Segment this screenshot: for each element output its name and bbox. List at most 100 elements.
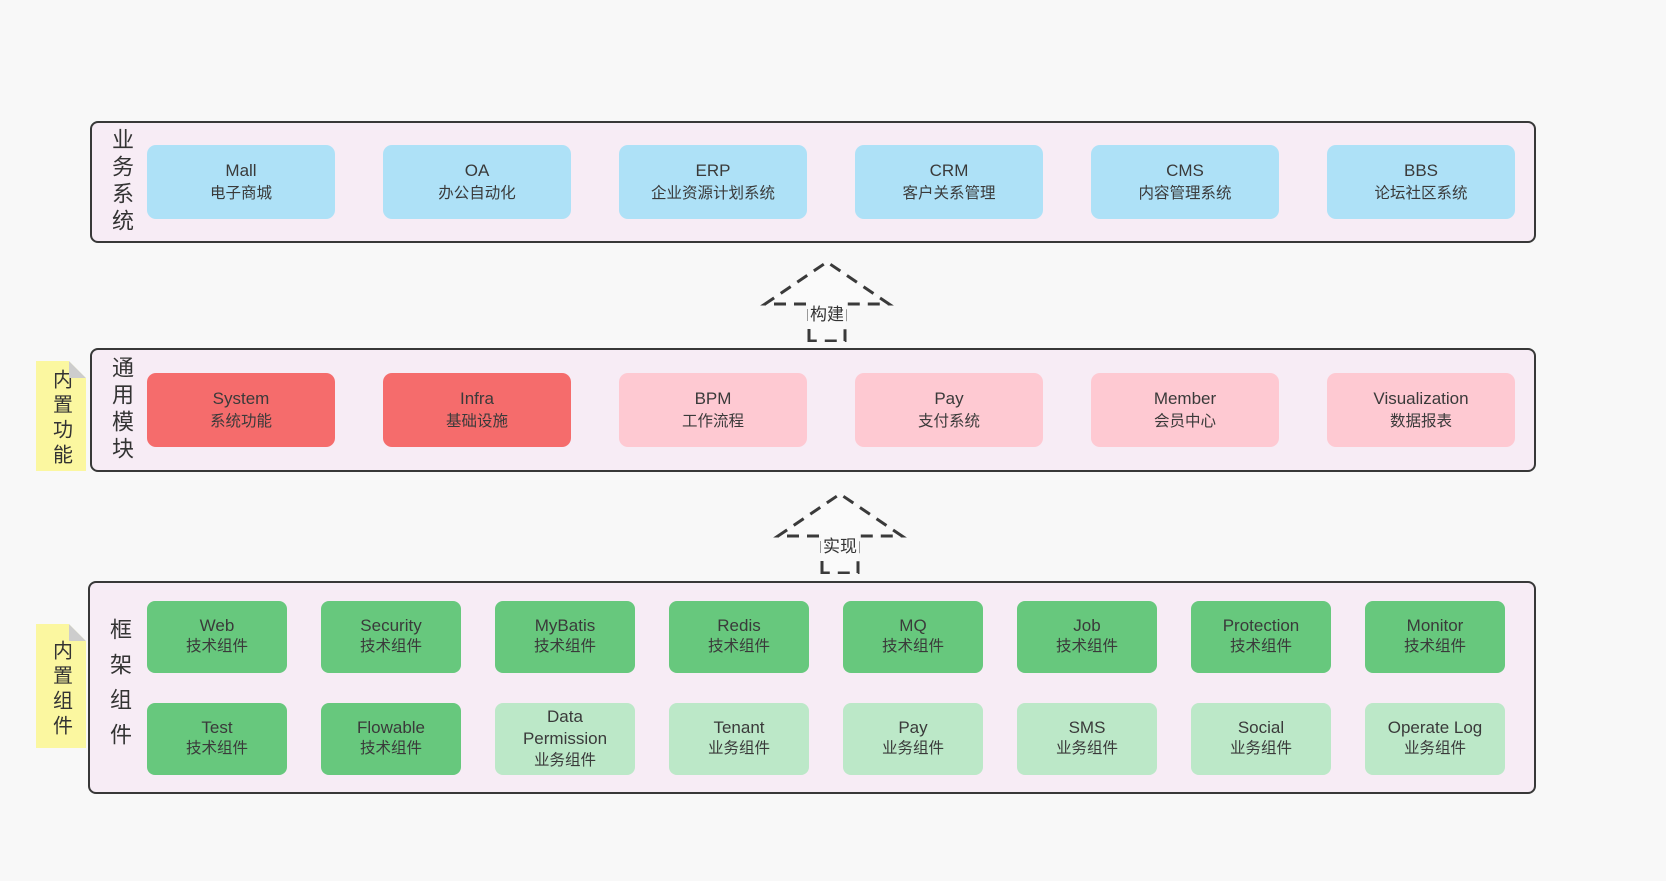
box-bpm: BPM 工作流程 [619,373,807,447]
box-monitor: Monitor 技术组件 [1365,600,1505,673]
box-name: MQ [899,616,927,636]
sticky-note-built-in-features: 内置功能 [36,361,86,471]
box-cms: CMS 内容管理系统 [1091,145,1279,219]
box-subtitle: 业务组件 [1229,740,1292,758]
box-crm: CRM 客户关系管理 [855,145,1043,219]
box-subtitle: 技术组件 [707,638,770,656]
box-test: Test 技术组件 [147,702,287,775]
band-title-modules: 通用模块 [109,356,134,464]
box-name: Redis [717,616,761,636]
box-pay-business: Pay 业务组件 [843,702,983,775]
box-name: ERP [695,160,731,180]
box-mall: Mall 电子商城 [147,145,335,219]
box-operate-log: Operate Log 业务组件 [1365,702,1505,775]
box-subtitle: 基础设施 [445,413,508,431]
box-name: Web [199,616,235,636]
box-member: Member 会员中心 [1091,373,1279,447]
implement-arrow-label: 实现 [821,532,859,557]
box-subtitle: 客户关系管理 [902,185,996,203]
box-visualization: Visualization 数据报表 [1327,373,1515,447]
box-subtitle: 技术组件 [359,638,422,656]
modules-boxes-row: System 系统功能 Infra 基础设施 BPM 工作流程 Pay 支付系统… [147,373,1515,447]
box-name: Monitor [1406,616,1464,636]
box-subtitle: 业务组件 [1055,740,1118,758]
box-name: SMS [1068,718,1106,738]
box-subtitle: 办公自动化 [438,185,516,203]
box-name: Tenant [713,718,765,738]
box-subtitle: 技术组件 [1229,638,1292,656]
box-data-permission: Data Permission 业务组件 [495,702,635,775]
box-name: Member [1153,388,1217,408]
box-sms: SMS 业务组件 [1017,702,1157,775]
box-subtitle: 技术组件 [533,638,596,656]
up-arrow-icon [760,260,894,342]
box-redis: Redis 技术组件 [669,600,809,673]
box-subtitle: 业务组件 [1403,740,1466,758]
box-name: Job [1073,616,1101,636]
box-name: Test [201,718,233,738]
box-name: Flowable [356,718,426,738]
business-boxes-row: Mall 电子商城 OA 办公自动化 ERP 企业资源计划系统 CRM 客户关系… [147,145,1515,219]
box-name: OA [464,160,490,180]
box-social: Social 业务组件 [1191,702,1331,775]
implement-arrow: 实现 [770,488,910,574]
box-protection: Protection 技术组件 [1191,600,1331,673]
box-name: CMS [1166,160,1204,180]
box-name: Mall [225,160,257,180]
box-name: Social [1237,718,1285,738]
box-name: BBS [1403,160,1439,180]
box-mybatis: MyBatis 技术组件 [495,600,635,673]
box-erp: ERP 企业资源计划系统 [619,145,807,219]
common-modules-band: 通用模块 System 系统功能 Infra 基础设施 BPM 工作流程 Pay… [90,348,1536,472]
box-oa: OA 办公自动化 [383,145,571,219]
box-security: Security 技术组件 [321,600,461,673]
box-subtitle: 技术组件 [185,638,248,656]
box-infra: Infra 基础设施 [383,373,571,447]
box-subtitle: 内容管理系统 [1138,185,1232,203]
box-flowable: Flowable 技术组件 [321,702,461,775]
box-name: Infra [459,388,495,408]
box-name: Visualization [1373,388,1469,408]
box-subtitle: 技术组件 [185,740,248,758]
box-subtitle: 技术组件 [1055,638,1118,656]
business-systems-band: 业务系统 Mall 电子商城 OA 办公自动化 ERP 企业资源计划系统 CRM… [90,121,1536,243]
band-title-components: 框架组件 [107,617,132,758]
box-name: Protection [1222,616,1300,636]
box-name: Data Permission [522,706,608,749]
box-subtitle: 会员中心 [1153,413,1216,431]
box-subtitle: 业务组件 [533,751,596,769]
box-subtitle: 业务组件 [707,740,770,758]
box-subtitle: 企业资源计划系统 [650,185,775,203]
box-subtitle: 工作流程 [681,413,744,431]
sticky-note-label: 内置功能 [49,369,72,470]
box-name: Pay [934,388,964,408]
band-title-business: 业务系统 [109,128,134,236]
box-subtitle: 技术组件 [1403,638,1466,656]
box-subtitle: 业务组件 [881,740,944,758]
build-arrow-label: 构建 [808,300,846,325]
box-name: BPM [694,388,732,408]
components-boxes-grid: Web 技术组件 Security 技术组件 MyBatis 技术组件 Redi… [147,600,1505,775]
box-tenant: Tenant 业务组件 [669,702,809,775]
box-mq: MQ 技术组件 [843,600,983,673]
box-job: Job 技术组件 [1017,600,1157,673]
sticky-note-built-in-components: 内置组件 [36,624,86,748]
box-subtitle: 支付系统 [917,413,980,431]
box-name: System [212,388,270,408]
box-subtitle: 数据报表 [1389,413,1452,431]
box-subtitle: 论坛社区系统 [1374,185,1468,203]
box-subtitle: 系统功能 [209,413,272,431]
box-subtitle: 电子商城 [209,185,272,203]
box-name: Security [360,616,422,636]
build-arrow: 构建 [757,256,897,342]
box-bbs: BBS 论坛社区系统 [1327,145,1515,219]
box-system: System 系统功能 [147,373,335,447]
box-web: Web 技术组件 [147,600,287,673]
box-name: Pay [898,718,928,738]
box-name: Operate Log [1387,718,1483,738]
box-name: MyBatis [534,616,596,636]
box-pay: Pay 支付系统 [855,373,1043,447]
framework-components-band: 框架组件 Web 技术组件 Security 技术组件 MyBatis 技术组件… [88,581,1536,794]
box-subtitle: 技术组件 [881,638,944,656]
sticky-note-label: 内置组件 [49,639,72,740]
